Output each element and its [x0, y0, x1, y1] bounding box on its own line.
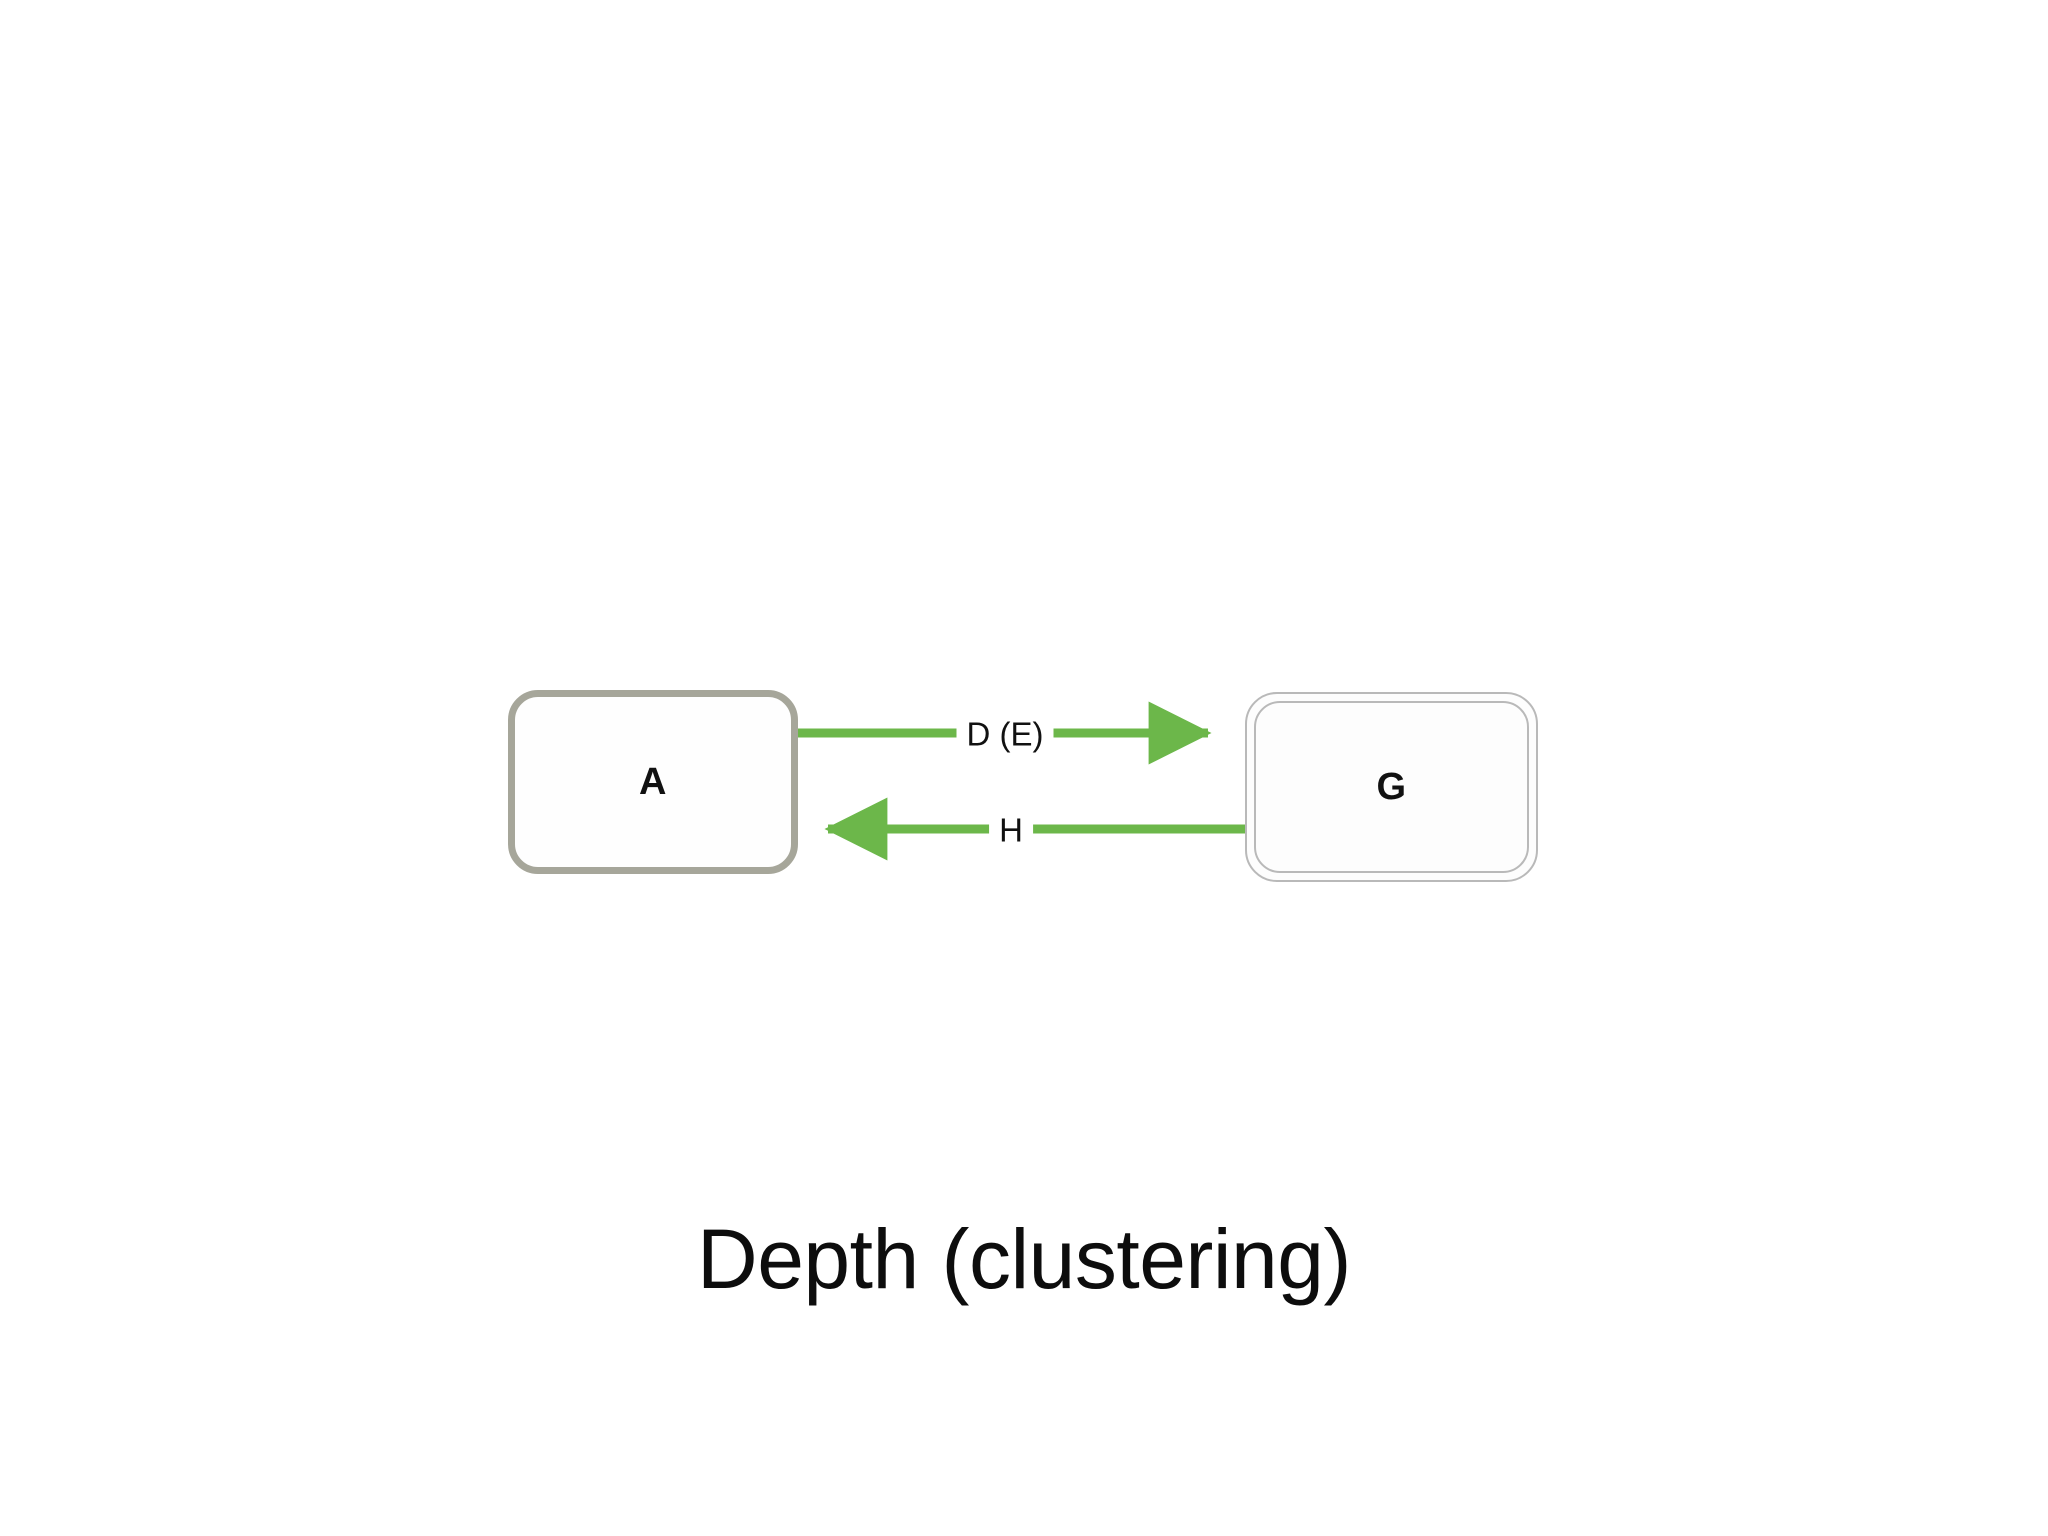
node-a[interactable]: A — [508, 690, 798, 874]
edge-label-h: H — [989, 813, 1033, 847]
edge-label-d-e: D (E) — [956, 717, 1054, 751]
slide-caption: Depth (clustering) — [697, 1212, 1351, 1306]
node-g-label: G — [1376, 766, 1407, 808]
node-a-label: A — [639, 761, 667, 803]
node-g[interactable]: G — [1245, 692, 1538, 882]
